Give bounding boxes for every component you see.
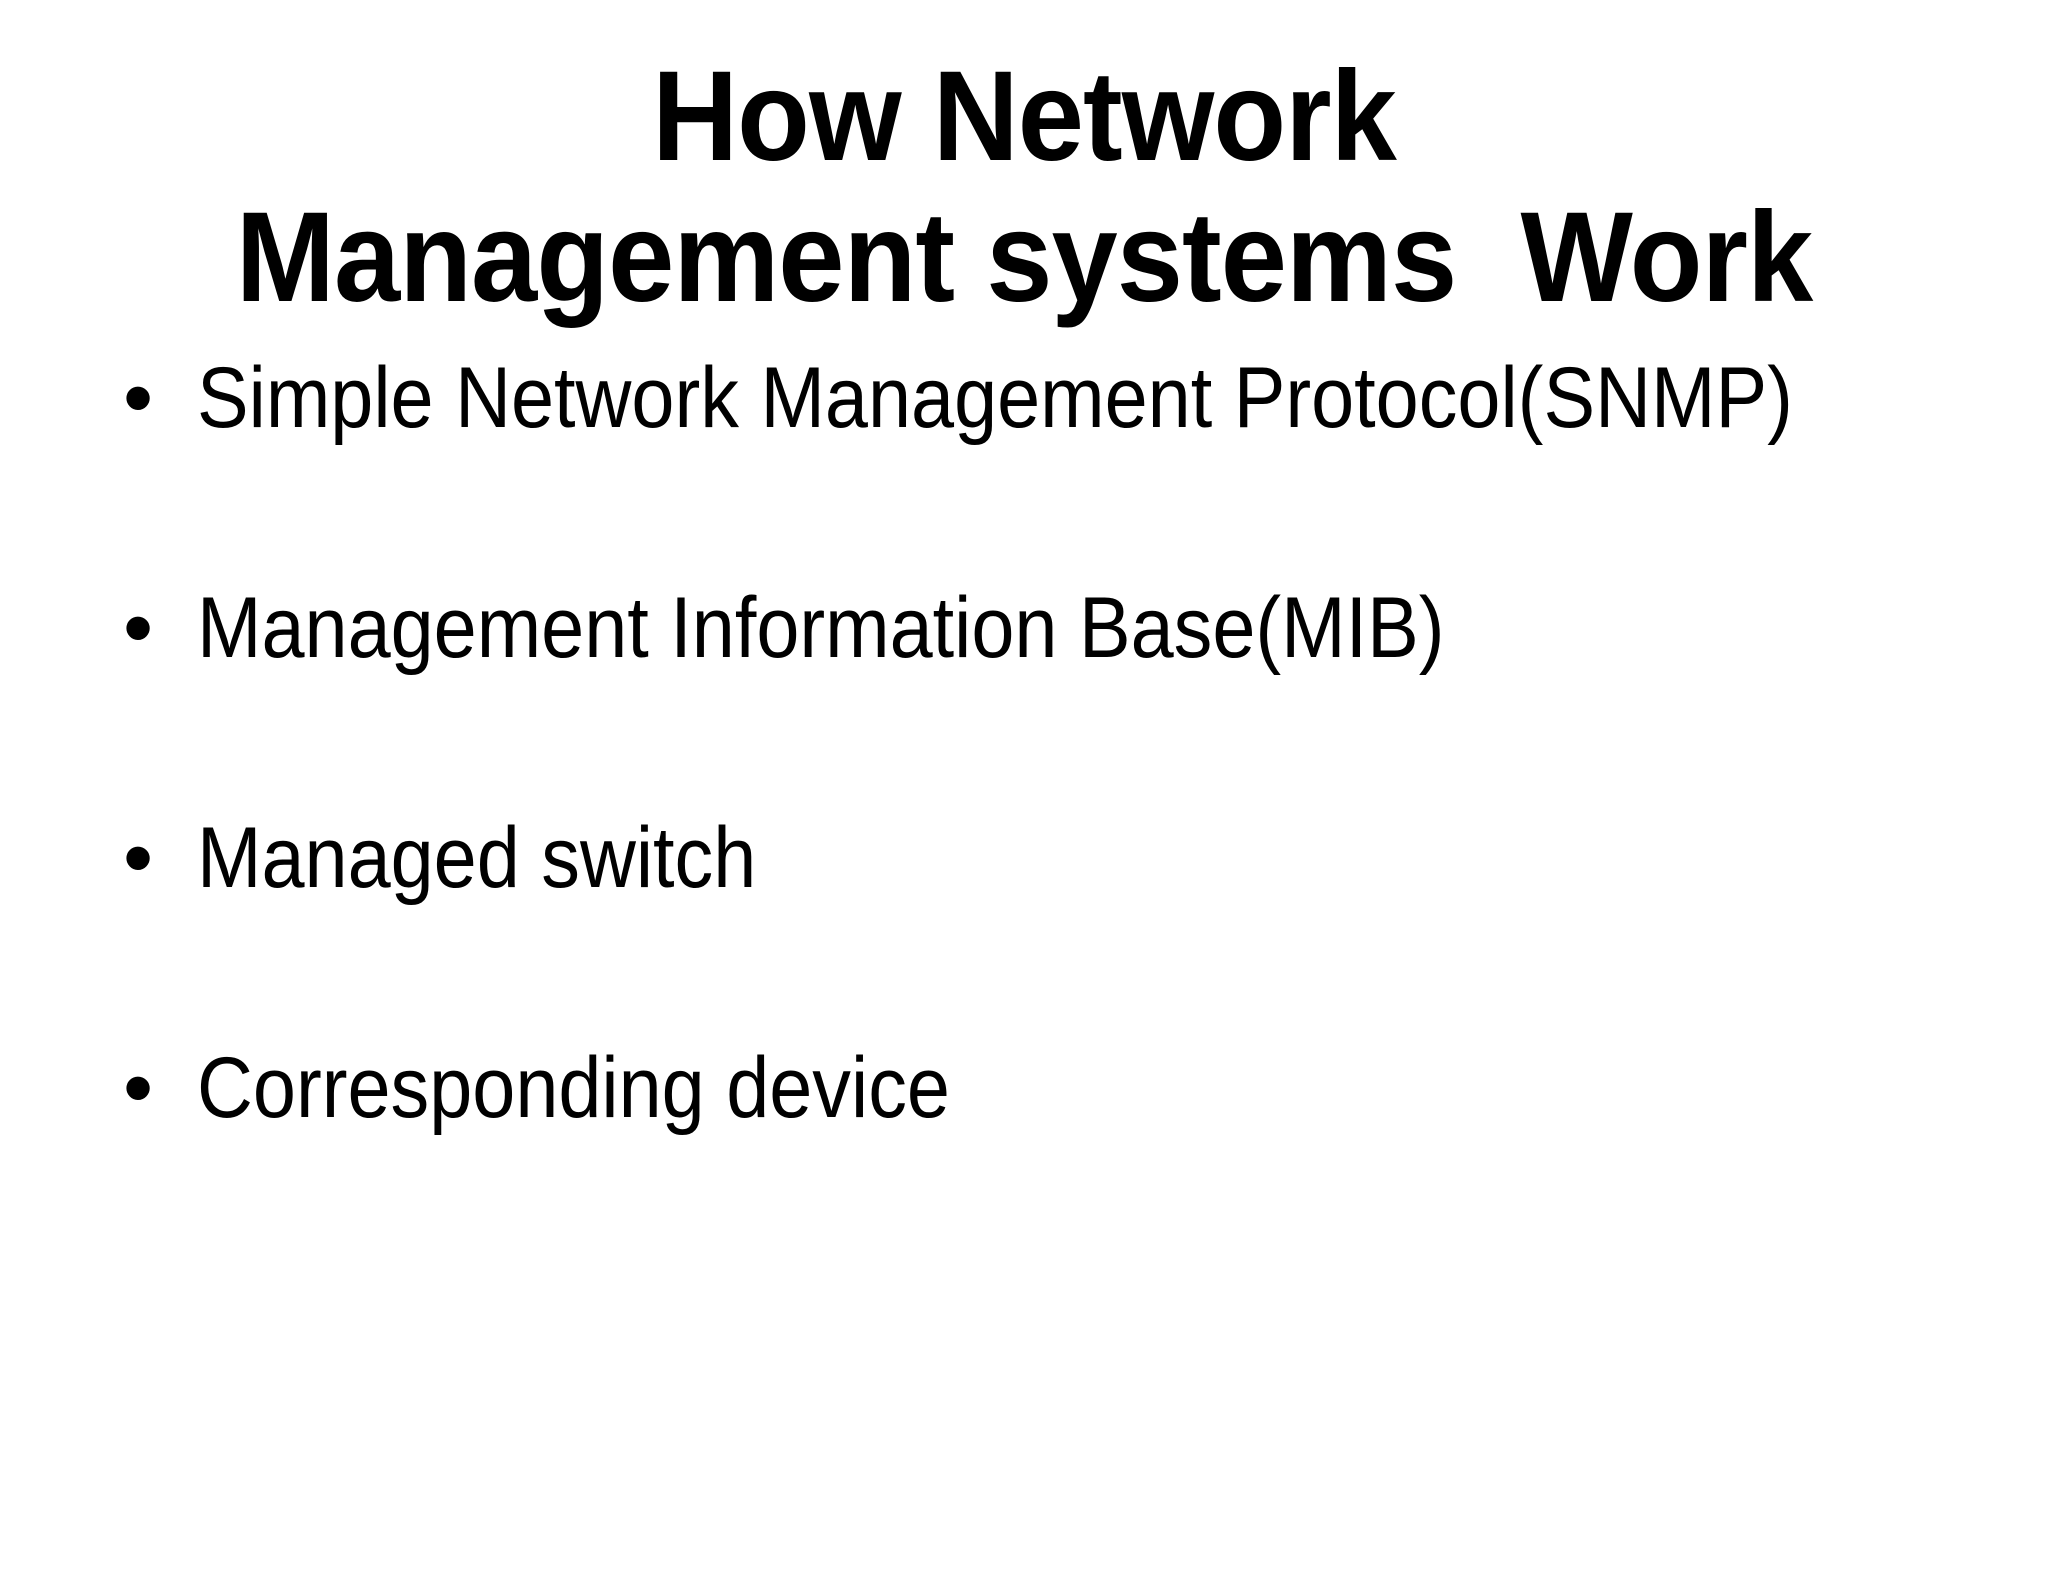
bullet-dot-icon: • <box>123 350 154 446</box>
bullet-item-mib: • Management Information Base(MIB) <box>123 578 2048 679</box>
bullet-dot-icon: • <box>123 1040 154 1136</box>
bullet-text-corresponding-device: Corresponding device <box>197 1040 950 1136</box>
bullet-item-managed-switch: • Managed switch <box>123 808 2048 909</box>
bullet-text-mib: Management Information Base(MIB) <box>197 580 1445 676</box>
slide-title: How Network Management systems Work <box>72 46 1977 328</box>
bullet-dot-icon: • <box>123 810 154 906</box>
slide-title-line-1: How Network <box>652 45 1397 188</box>
bullet-item-corresponding-device: • Corresponding device <box>123 1038 2048 1139</box>
bullet-dot-icon: • <box>123 580 154 676</box>
bullet-text-managed-switch: Managed switch <box>197 810 757 906</box>
bullet-list: • Simple Network Management Protocol(SNMP… <box>0 348 2048 1139</box>
bullet-item-snmp: • Simple Network Management Protocol(SNMP… <box>123 348 2048 449</box>
slide-title-line-2: Management systems Work <box>235 186 1813 329</box>
slide: How Network Management systems Work • Sim… <box>0 46 2048 1581</box>
bullet-text-snmp: Simple Network Management Protocol(SNMP) <box>197 350 1793 446</box>
